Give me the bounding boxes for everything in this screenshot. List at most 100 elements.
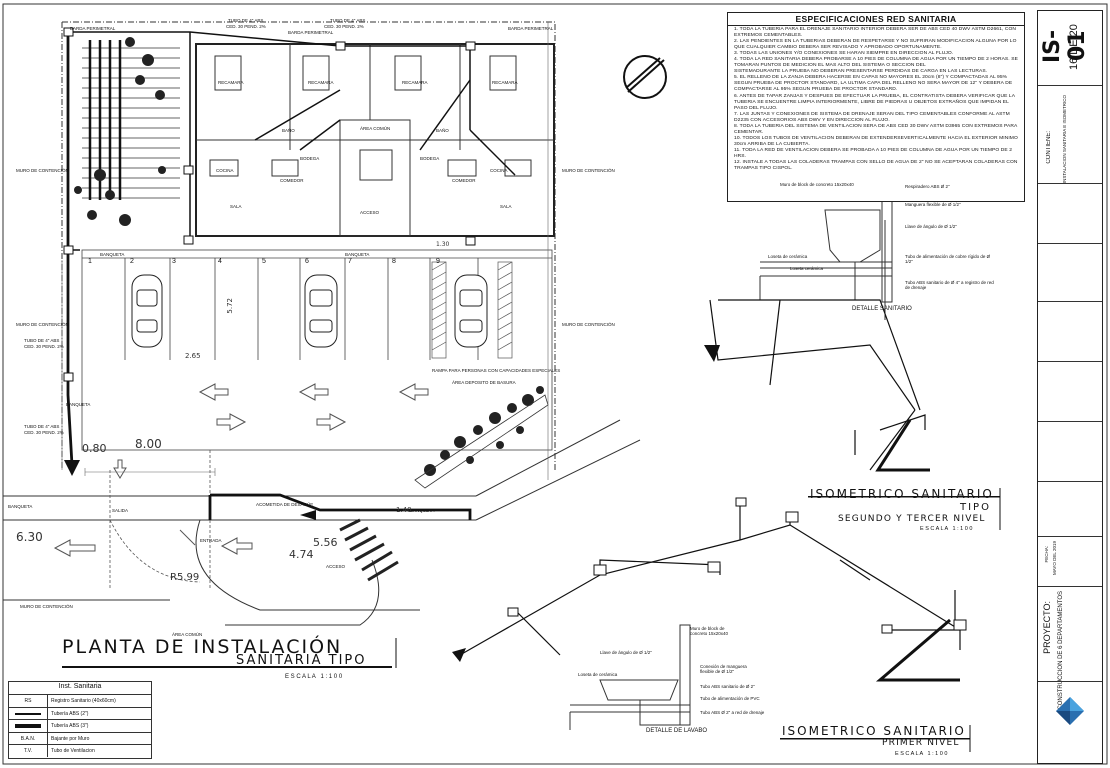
muro-label: MURO DE CONTENCIÓN: [16, 322, 69, 327]
dim-5.56: 5.56: [313, 536, 338, 549]
spec-item: 3. TODAS LAS UNIONES Y/O CONEXIONES SE H…: [734, 51, 954, 57]
dim-6.30: 6.30: [16, 530, 43, 544]
legend-symbol: B.A.N.: [9, 732, 48, 745]
dim-0.80: 0.80: [82, 442, 107, 455]
legend-symbol: [9, 720, 48, 733]
fecha-value: MAYO DEL 2019: [1052, 541, 1057, 576]
parking-number: 7: [348, 258, 352, 265]
dl-label: Conexión de manguera flexible de Ø 1/2": [700, 664, 747, 674]
recamara-label: RECAMARA: [218, 80, 244, 85]
tb-divider: [1038, 536, 1102, 537]
bodega-label: BODEGA: [420, 156, 440, 161]
area-comun-label: ÁREA COMÚN: [172, 632, 203, 637]
parking-number: 3: [172, 258, 176, 265]
muro-label: MURO DE CONTENCIÓN: [20, 604, 73, 609]
dl-label: Tubo de alimentación de PVC: [700, 696, 760, 701]
company-logo: [1056, 697, 1084, 725]
bodega-label: BODEGA: [300, 156, 320, 161]
tb-divider: [1038, 85, 1102, 86]
muro-label: MURO DE CONTENCIÓN: [562, 168, 615, 173]
spec-item: 7. LAS JUNTAS Y CONEXIONES DE SISTEMA DE…: [734, 111, 1010, 123]
parking-number: 5: [262, 258, 266, 265]
tb-divider: [1038, 586, 1102, 587]
proyecto-value: CONSTRUCCIÓN DE 6 DEPARTAMENTOS: [1058, 591, 1064, 710]
banqueta-label: BANQUETA: [66, 402, 91, 407]
tb-divider: [1038, 183, 1102, 184]
iso2-title: ISOMETRICO SANITARIO: [810, 487, 994, 501]
spec-item: 12. INSTALE A TODAS LAS COLADERAS TRAMPA…: [734, 160, 1018, 172]
acometida-label: ACOMETIDA DE DESAGÜE: [256, 502, 314, 507]
spec-item: 6. ANTES DE TAPAR ZANJAS Y DESPUES DE EF…: [734, 93, 1015, 111]
legend-row: Tubería ABS (2"): [9, 706, 151, 720]
detalle-sanitario-title: DETALLE SANITARIO: [852, 306, 912, 312]
tubo-label: CED. 30 PEND. 2%: [324, 24, 364, 29]
tb-divider: [1038, 301, 1102, 302]
dl-label: Llave de ángulo de Ø 1/2": [600, 650, 652, 655]
tubo-label: TUBO DE 4" ABS: [330, 18, 366, 23]
legend-row: Tubería ABS (3"): [9, 719, 151, 733]
fecha-label: FECHA:: [1044, 546, 1049, 563]
parking-number: 1: [88, 258, 92, 265]
specifications-list: 1. TODA LA TUBERIA PARA EL DRENAJE SANIT…: [734, 27, 1020, 172]
rampa-label: RAMPA PARA PERSONAS CON CAPACIDADES ESPE…: [432, 368, 561, 373]
planta-title: PLANTA DE INSTALACIÓN: [62, 636, 343, 658]
banqueta-label: BANQUETA: [100, 252, 125, 257]
tubo-label: CED. 30 PEND. 2%: [24, 344, 64, 349]
entrada-label: ENTRADA: [200, 538, 222, 543]
banqueta-label: BANQUETA: [410, 508, 435, 513]
bano-label: BAÑO: [436, 128, 449, 133]
legend-row: T.V.Tubo de Ventilacion: [9, 744, 151, 758]
tubo-label: CED. 30 PEND. 2%: [24, 430, 64, 435]
acceso-label: ACCESO: [326, 564, 346, 569]
ds-label: Tubo de alimentación de cobre rígido de …: [905, 254, 991, 264]
area-basura-label: ÁREA DEPOSITO DE BASURA: [452, 380, 516, 385]
dim-r5.99: R5.99: [170, 572, 200, 583]
dim-2.65: 2.65: [185, 352, 201, 360]
legend-symbol: [9, 707, 48, 720]
recamara-label: RECAMARA: [402, 80, 428, 85]
specifications-panel: ESPECIFICACIONES RED SANITARIA 1. TODA L…: [727, 12, 1025, 202]
ds-label: Tubo ABS sanitario de Ø 4" a registro de…: [905, 280, 994, 290]
comedor-label: COMEDOR: [280, 178, 304, 183]
legend-text: Bajante por Muro: [51, 735, 90, 742]
tb-divider: [1038, 361, 1102, 362]
spec-item: 11. TODA LA RED DE VENTILACION DEBERA SE…: [734, 147, 1013, 159]
muro-label: MURO DE CONTENCIÓN: [16, 168, 69, 173]
contiene-value: INSTALACION SANITARIA E ISOMETRICO: [1062, 95, 1067, 184]
ds-label: Loseta cerámica: [790, 266, 824, 271]
planta-scale: E S C A L A 1 : 1 0 0: [285, 674, 343, 680]
detalle-lavabo-title: DETALLE DE LAVABO: [646, 728, 708, 734]
recamara-label: RECAMARA: [308, 80, 334, 85]
specifications-title: ESPECIFICACIONES RED SANITARIA: [728, 13, 1024, 26]
sala-label: SALA: [230, 204, 242, 209]
parking-number: 4: [218, 258, 222, 265]
dl-label: Tubo ABS Ø 2" a red de drenaje: [700, 710, 765, 715]
dim-8.00: 8.00: [135, 437, 162, 451]
parking-number: 2: [130, 258, 134, 265]
tubo-label: TUBO DE 4" ABS: [228, 18, 264, 23]
parking-number: 8: [392, 258, 396, 265]
dl-label: Muro de block de concreto 15x20x40: [690, 626, 729, 636]
dl-label: Loseta de cerámica: [578, 672, 618, 677]
spec-item: 4. TODA LA RED SANITARIA DEBERA PROBARSE…: [734, 57, 1018, 69]
parking-number: 6: [305, 258, 309, 265]
muro-label: MURO DE CONTENCIÓN: [562, 322, 615, 327]
iso1-subtitle: PRIMER NIVEL: [882, 738, 960, 748]
barda-label: BARDA PERIMETRAL: [508, 26, 554, 31]
dl-label: Tubo ABS sanitario de Ø 2": [700, 684, 755, 689]
tb-divider: [1038, 681, 1102, 682]
ds-label: Loseta de cerámica: [768, 254, 808, 259]
cocina-label: COCINA: [490, 168, 508, 173]
spec-item: SISTEMADURANTE LA PRUEBA NO DEBERAN PRES…: [734, 69, 988, 75]
spec-item: 8. TODA LA TUBERIA DEL SISTEMA DE VENTIL…: [734, 123, 1018, 135]
comedor-label: COMEDOR: [452, 178, 476, 183]
sheet-number: 16 DE 20: [1068, 24, 1080, 70]
recamara-label: RECAMARA: [492, 80, 518, 85]
legend-text: Tubería ABS (2"): [51, 710, 89, 717]
salida-label: SALIDA: [112, 508, 129, 513]
legend-symbol: RS: [9, 695, 48, 707]
